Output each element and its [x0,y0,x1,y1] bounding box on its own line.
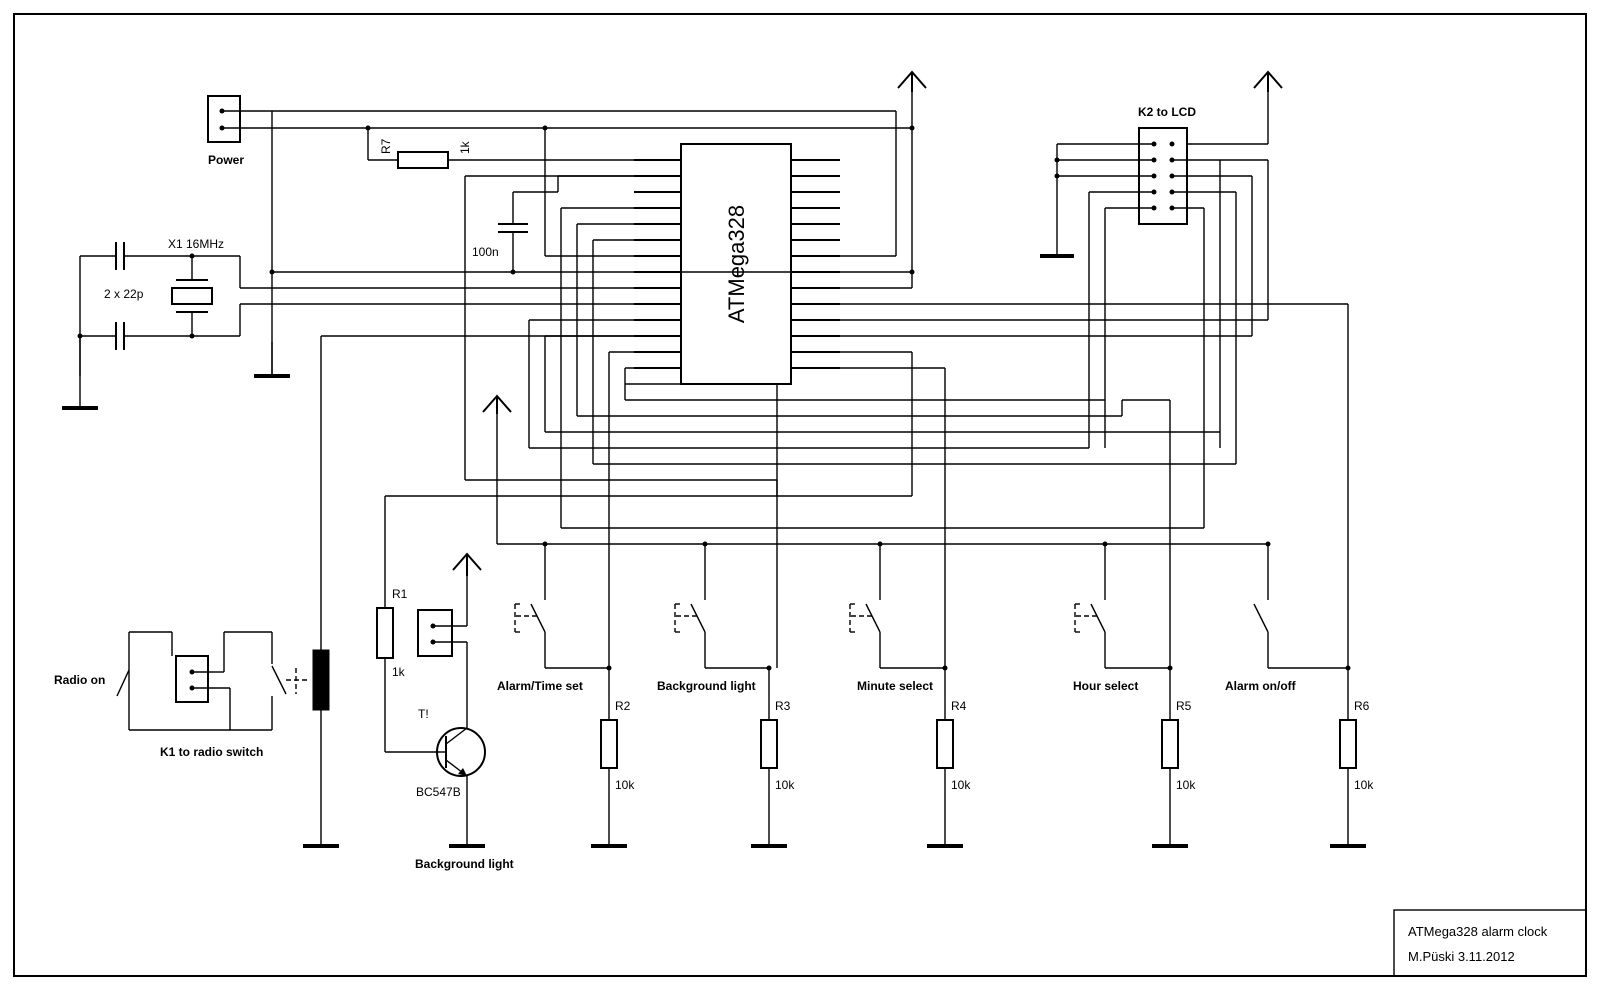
switch-label: Hour select [1073,679,1138,693]
vcc-arrow-1 [897,70,927,92]
k2-pin [1169,141,1175,147]
switch-resistor-label: R4 [951,699,967,713]
switch-resistor-label: R5 [1176,699,1192,713]
power-rails [271,80,913,376]
k2-pin [1169,173,1175,179]
title-block: ATMega328 alarm clock M.Püski 3.11.2012 [1393,909,1587,977]
transistor-bc547b: T! BC547B [416,704,486,848]
crystal-circuit: X1 16MHz 2 x 22p [62,237,681,410]
k2-pin [1151,205,1157,211]
switch-resistor-value: 10k [775,778,795,792]
k1-label: K1 to radio switch [160,745,263,759]
switch-label: Alarm on/off [1225,679,1297,693]
k2-pin [1169,205,1175,211]
mcu-chip: ATMega328 [634,143,840,385]
k2-label: K2 to LCD [1138,105,1196,119]
r1-label: R1 [392,587,408,601]
switch-resistor-label: R2 [615,699,631,713]
ground-symbol-power [254,342,290,378]
switch-resistor-value: 10k [1176,778,1196,792]
drawing-frame [13,13,1587,977]
r7-label: R7 [379,138,393,154]
caps-22p-label: 2 x 22p [104,287,144,301]
background-light-connector: Background light [415,552,514,871]
switch-label: Alarm/Time set [497,679,583,693]
radio-on-label: Radio on [54,673,105,687]
k2-pin [1169,189,1175,195]
mcu-label: ATMega328 [724,205,749,323]
switch-resistor-value: 10k [1354,778,1374,792]
k2-pin [1169,157,1175,163]
k2-pin [1151,141,1157,147]
switch-resistor-label: R3 [775,699,791,713]
bg-light-out-label: Background light [415,857,514,871]
transistor-type: BC547B [416,785,461,799]
r7-value: 1k [458,140,472,154]
power-label: Power [208,153,244,167]
switch-resistor-label: R6 [1354,699,1370,713]
resistor-r7: R7 1k [367,128,681,169]
switch-resistor-value: 10k [951,778,971,792]
switch-resistor-value: 10k [615,778,635,792]
r1-value: 1k [392,665,406,679]
signal-wiring [320,160,1349,668]
power-connector: Power [207,95,272,167]
crystal-label: X1 16MHz [168,237,224,251]
k2-pin [1151,173,1157,179]
k2-lcd-connector: K2 to LCD [1040,80,1269,258]
transistor-ref: T! [418,707,429,721]
k2-pin [1151,189,1157,195]
switch-label: Background light [657,679,756,693]
cap-100n-label: 100n [472,245,499,259]
relay-k1: Radio on K1 to radio switch [54,631,339,848]
vcc-arrow-2 [1253,70,1283,92]
title-text: ATMega328 alarm clock [1408,924,1548,939]
author-date-text: M.Püski 3.11.2012 [1408,949,1515,964]
switch-label: Minute select [857,679,933,693]
k2-pin [1151,157,1157,163]
vcc-arrow-3 [482,394,512,414]
resistor-r1: R1 1k [376,587,440,753]
